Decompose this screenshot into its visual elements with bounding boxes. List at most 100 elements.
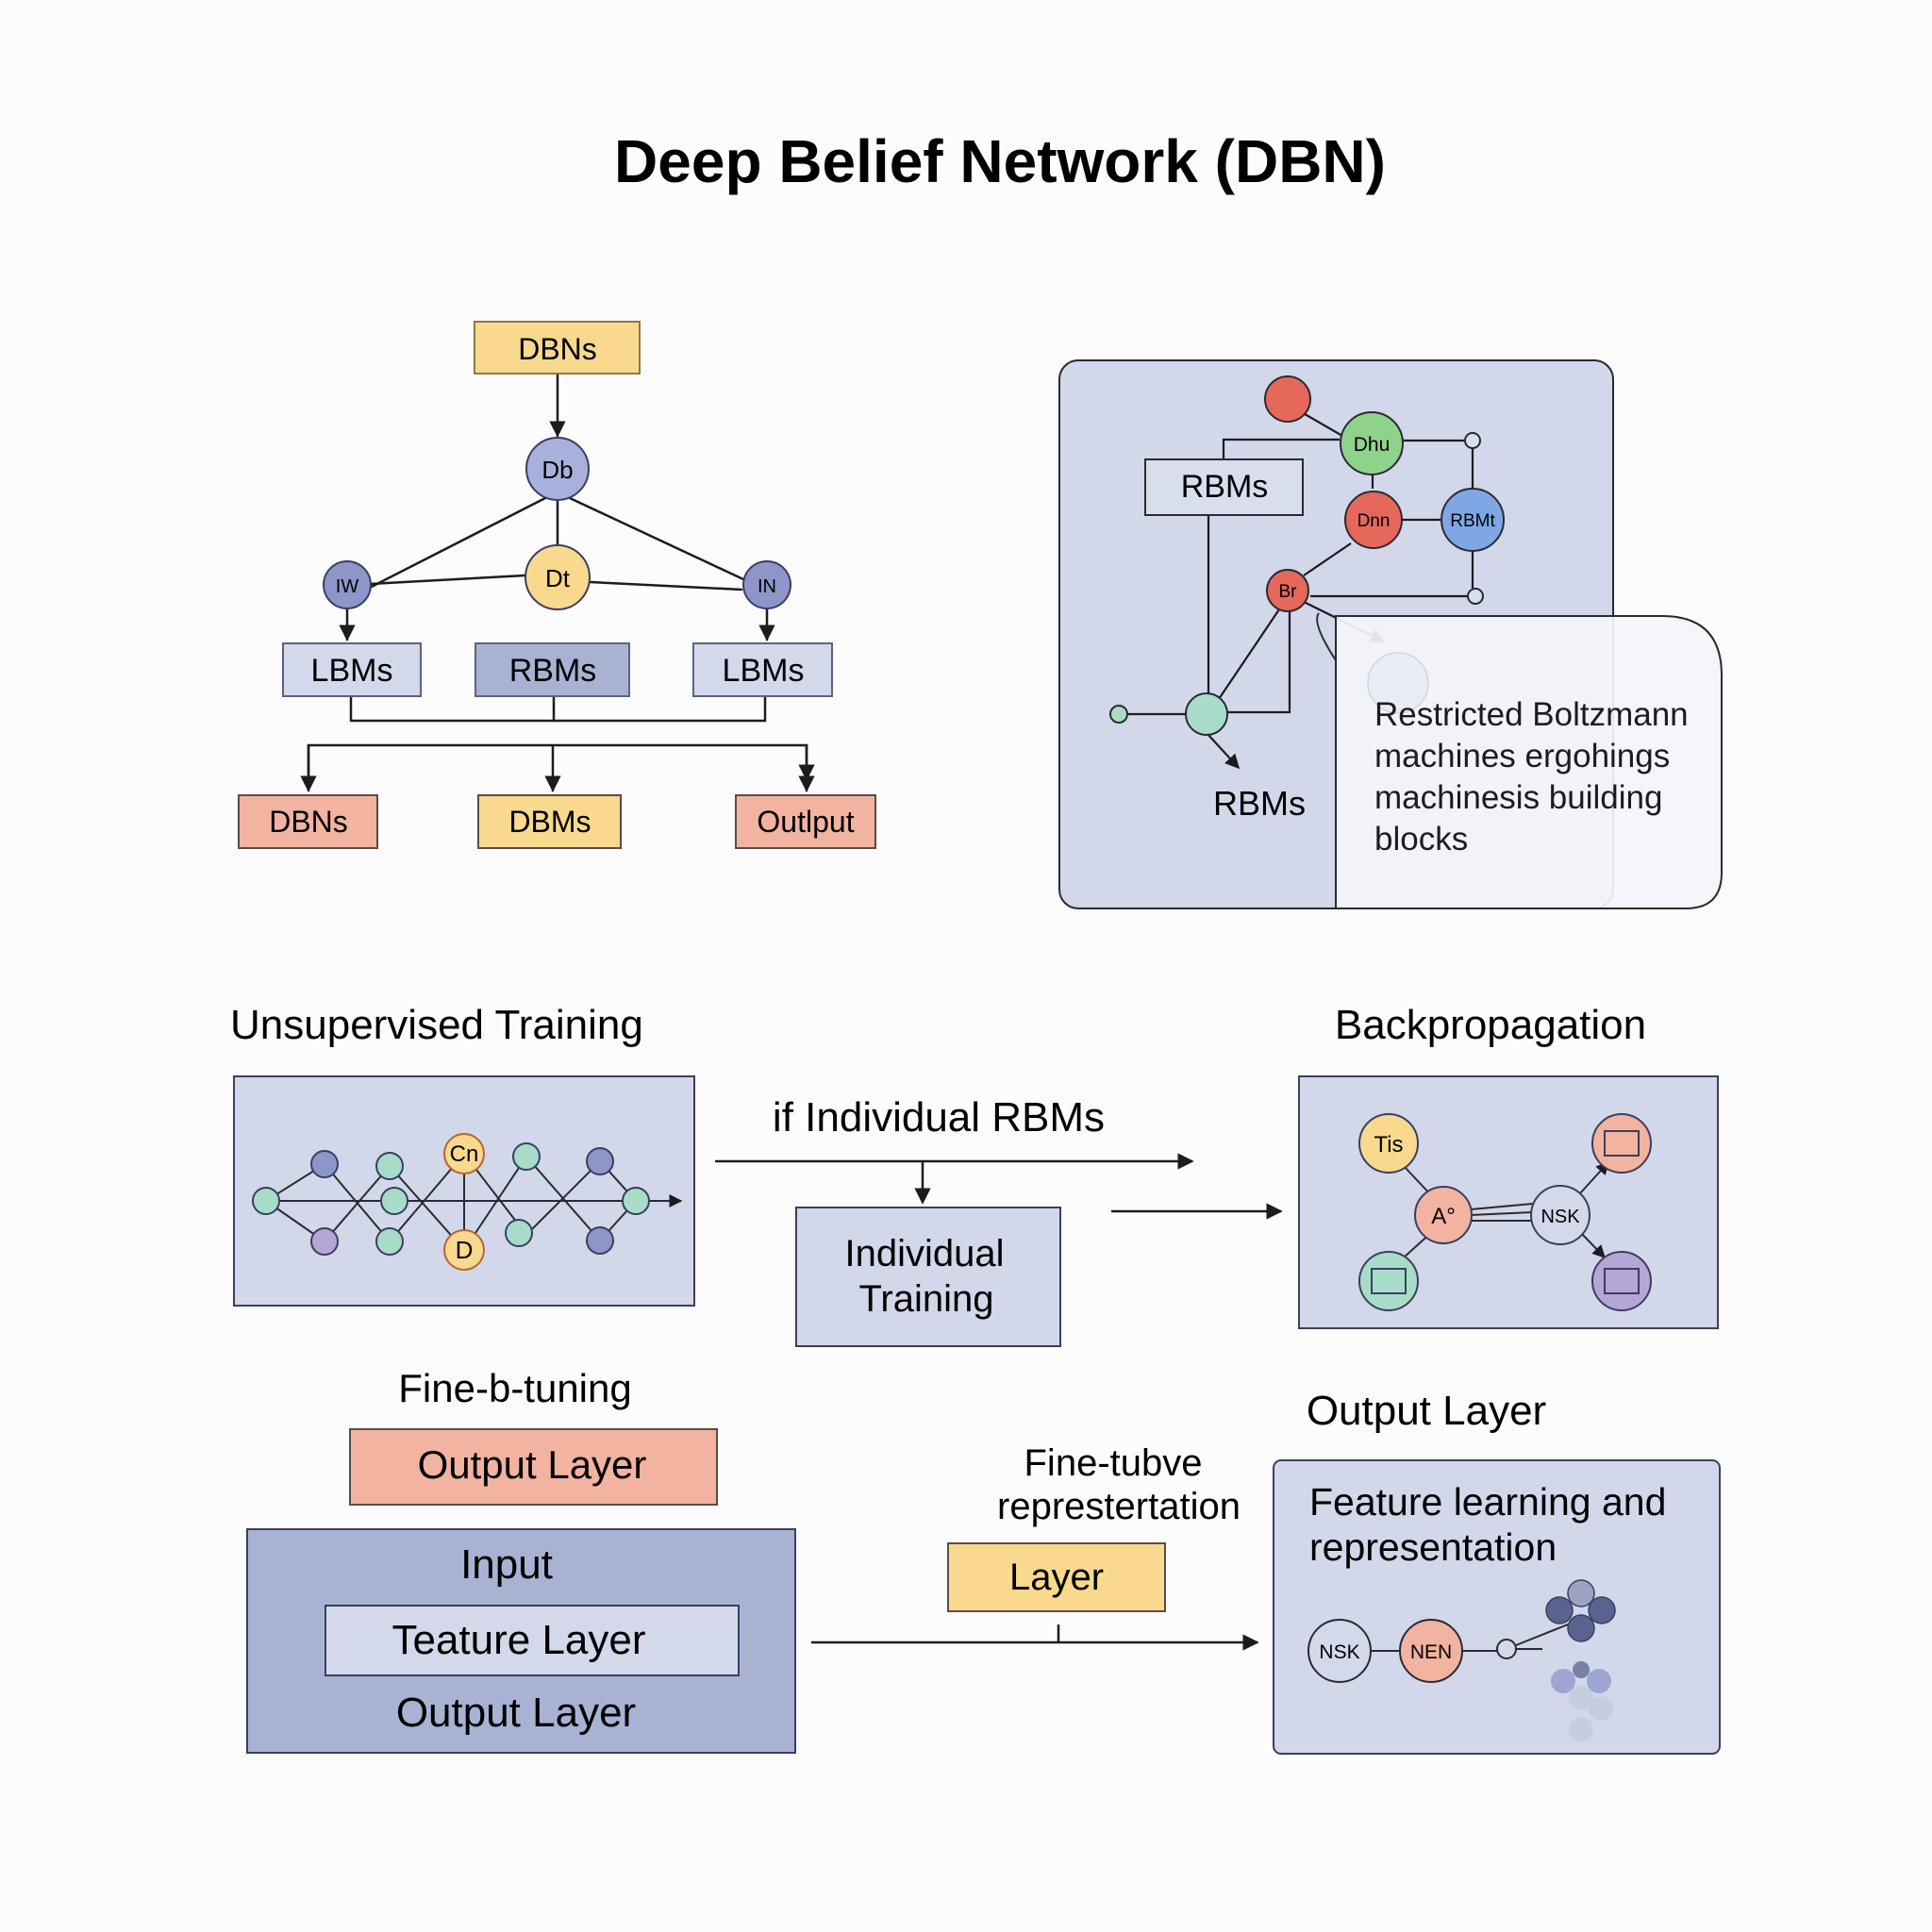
out-dbns-box (238, 794, 378, 849)
net-node (310, 1227, 339, 1256)
node-dot-bottom (1467, 588, 1484, 605)
out-output-box (735, 794, 876, 849)
edge-br-down (1224, 611, 1291, 714)
finetune-output-box (349, 1428, 718, 1506)
finetune-section: Fine-b-tuning Output Layer Input Teature… (246, 1366, 796, 1754)
stack-output-label: Output Layer (396, 1690, 636, 1736)
cluster-node (1569, 1717, 1593, 1741)
bp-node-square-purple (1591, 1251, 1652, 1311)
out-node-nen (1399, 1619, 1463, 1683)
net-node-d-label: D (456, 1236, 474, 1264)
individual-training-box (795, 1207, 1061, 1347)
out-node-nen-label: NEN (1410, 1641, 1452, 1663)
net-node (505, 1219, 533, 1247)
node-green-label: Dhu (1354, 434, 1391, 456)
node-red-mid-label: Dnn (1357, 511, 1391, 531)
callout-inner-edge (1316, 612, 1337, 661)
callout-faded-node (1367, 652, 1429, 714)
net-node (252, 1187, 280, 1215)
bp-node-tis (1358, 1113, 1419, 1174)
out-dbms-box (477, 794, 622, 849)
cluster-node (1567, 1614, 1595, 1642)
node-blue (1441, 488, 1505, 552)
rbms-center-box (475, 642, 630, 697)
unsupervised-section: Unsupervised Training Cn D (230, 1002, 695, 1307)
callout-line-3: machinesis building (1374, 779, 1662, 816)
cluster-node (1573, 1661, 1590, 1678)
output-panel-section: Output Layer Feature learning and repres… (1273, 1388, 1721, 1755)
bp-node-square-green (1358, 1251, 1419, 1311)
repr-layer-box (947, 1542, 1166, 1612)
node-br-label: Br (1279, 582, 1298, 602)
edge-db-to-iw (357, 496, 547, 595)
repr-label-line-1: Fine-tubve (1024, 1442, 1203, 1484)
callout-box (1335, 615, 1723, 909)
net-node (375, 1152, 404, 1180)
edge-red2-to-br (1303, 542, 1352, 576)
out-node-nsk-label: NSK (1319, 1641, 1359, 1663)
node-dot-top (1464, 432, 1481, 449)
callout-line-2: machines ergohings (1374, 738, 1670, 774)
cluster-icon-bottom (1551, 1661, 1613, 1741)
top-dbns-box (474, 321, 641, 375)
edge-green-to-left (1222, 438, 1340, 462)
net-node (380, 1187, 408, 1215)
cluster-node (1551, 1669, 1575, 1693)
net-node (375, 1227, 404, 1256)
net-node (512, 1142, 541, 1171)
stack-feature-box (325, 1605, 740, 1676)
cluster-node (1587, 1669, 1611, 1693)
stack-input-label: Input (460, 1541, 553, 1588)
bp-node-square-red (1591, 1113, 1652, 1174)
net-node (586, 1226, 614, 1255)
individual-rbms-label: if Individual RBMs (773, 1094, 1105, 1141)
node-red-top (1264, 375, 1311, 423)
node-iw-label: IW (336, 576, 359, 597)
bp-edge (1470, 1203, 1534, 1210)
net-node (622, 1187, 650, 1215)
cluster-node (1567, 1579, 1595, 1607)
finetune-output-label: Output Layer (418, 1442, 647, 1487)
square-icon (1604, 1130, 1640, 1157)
bp-edge (1579, 1231, 1606, 1259)
cluster-icon-top (1545, 1579, 1616, 1642)
net-node (586, 1147, 614, 1175)
lbms-right-label: LBMs (723, 653, 805, 689)
out-node-small (1496, 1639, 1517, 1659)
node-dt-label: Dt (545, 564, 571, 592)
edge-dt-to-in (588, 580, 743, 591)
unsupervised-heading: Unsupervised Training (230, 1002, 643, 1048)
out-edge (1515, 1622, 1574, 1646)
net-node (310, 1150, 339, 1178)
net-node-cn-label: Cn (450, 1141, 479, 1167)
repr-layer-label: Layer (1009, 1557, 1104, 1598)
cluster-node (1545, 1596, 1574, 1624)
individual-training-line-1: Individual (844, 1233, 1004, 1274)
edge-red-to-green (1299, 410, 1343, 437)
rbms-center-label: RBMs (509, 653, 597, 689)
edge-iw-to-dt (368, 574, 527, 586)
repr-section: Fine-tubve represtertation Layer (811, 1442, 1259, 1651)
square-icon (1604, 1268, 1640, 1294)
cluster-node (1588, 1596, 1616, 1624)
output-panel-text-line-2: representation (1309, 1525, 1557, 1569)
edge-teal-to-rbms (1207, 733, 1241, 770)
edge-db-to-in (568, 496, 747, 582)
output-panel-text-line-1: Feature learning and (1309, 1480, 1666, 1524)
node-br (1266, 569, 1309, 612)
node-in (742, 560, 791, 609)
bp-node-nsk (1530, 1185, 1591, 1245)
stack-feature-label: Teature Layer (391, 1617, 645, 1663)
bp-node-a-label: A° (1431, 1204, 1456, 1229)
net-node-cn (443, 1133, 485, 1174)
backprop-section: Backpropagation Tis A° NSK (1298, 1002, 1719, 1329)
bus-bottom (307, 743, 815, 781)
node-db-label: Db (541, 456, 573, 484)
lbms-left-box (282, 642, 422, 697)
node-dt (525, 544, 591, 610)
node-in-label: IN (758, 576, 776, 597)
node-red-mid (1344, 491, 1403, 549)
out-dbns-label: DBNs (269, 805, 348, 839)
output-panel-heading: Output Layer (1307, 1388, 1546, 1434)
node-db (525, 437, 590, 501)
